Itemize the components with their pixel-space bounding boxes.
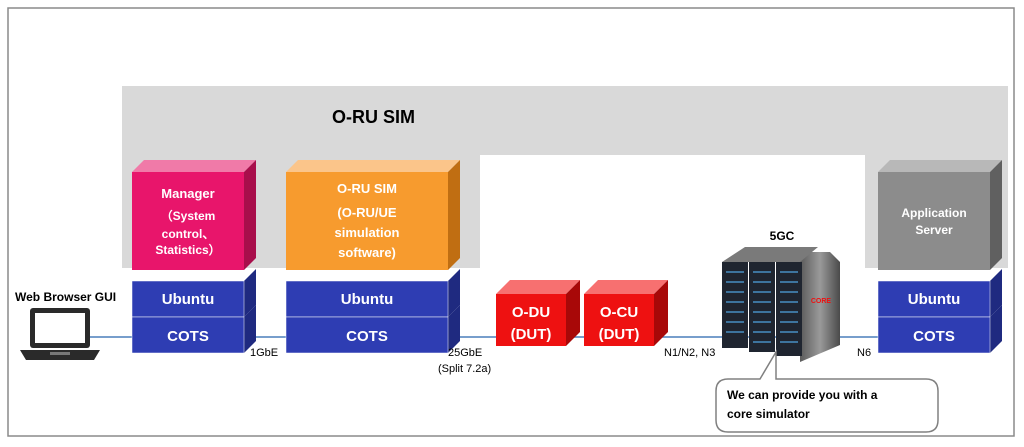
app-server-ubuntu-label: Ubuntu — [908, 291, 960, 308]
app-server-line1: Application — [901, 206, 966, 220]
oru-sim-stack: Ubuntu COTS — [285, 269, 460, 354]
manager-box: Manager （System control、 Statistics） — [132, 160, 256, 270]
odu-line2: (DUT) — [511, 326, 552, 343]
oru-sim-cots-label: COTS — [346, 328, 388, 345]
app-server-cots-label: COTS — [913, 328, 955, 345]
manager-cots-label: COTS — [167, 328, 209, 345]
web-browser-label: Web Browser GUI — [15, 290, 116, 304]
odu-line1: O-DU — [512, 304, 550, 321]
manager-line2: （System — [161, 208, 216, 223]
ocu-dut-box: O-CU (DUT) — [584, 280, 668, 346]
callout-line1: We can provide you with a — [727, 388, 878, 402]
core-simulator-callout: We can provide you with a core simulator — [715, 349, 939, 433]
link-split-label: (Split 7.2a) — [438, 363, 491, 375]
oru-sim-line4: software) — [338, 245, 396, 260]
core-title: 5GC — [770, 229, 795, 243]
link-n6-label: N6 — [857, 347, 871, 359]
oru-sim-group-label: O-RU SIM — [332, 107, 415, 127]
core-server-rack-icon: CORE — [722, 247, 840, 362]
manager-line4: Statistics） — [155, 242, 220, 257]
manager-line3: control、 — [162, 227, 215, 241]
link-n1n2n3-label: N1/N2, N3 — [664, 347, 715, 359]
application-server-box: Application Server — [878, 160, 1002, 270]
app-server-stack: Ubuntu COTS — [877, 269, 1002, 354]
manager-ubuntu-label: Ubuntu — [162, 291, 214, 308]
oru-sim-ubuntu-label: Ubuntu — [341, 291, 393, 308]
ocu-line2: (DUT) — [599, 326, 640, 343]
manager-title: Manager — [161, 186, 214, 201]
ocu-line1: O-CU — [600, 304, 638, 321]
link-25gbe-label: 25GbE — [448, 347, 482, 359]
link-1gbe-label: 1GbE — [250, 347, 278, 359]
laptop-icon — [20, 308, 100, 360]
callout-line2: core simulator — [727, 407, 810, 421]
oru-sim-title: O-RU SIM — [337, 181, 397, 196]
oru-sim-line3: simulation — [334, 225, 399, 240]
oru-sim-box: O-RU SIM (O-RU/UE simulation software) — [286, 160, 460, 270]
core-rack-text: CORE — [811, 298, 832, 305]
app-server-line2: Server — [915, 223, 953, 237]
manager-stack: Ubuntu COTS — [131, 269, 256, 354]
oru-sim-line2: (O-RU/UE — [337, 205, 397, 220]
odu-dut-box: O-DU (DUT) — [496, 280, 580, 346]
